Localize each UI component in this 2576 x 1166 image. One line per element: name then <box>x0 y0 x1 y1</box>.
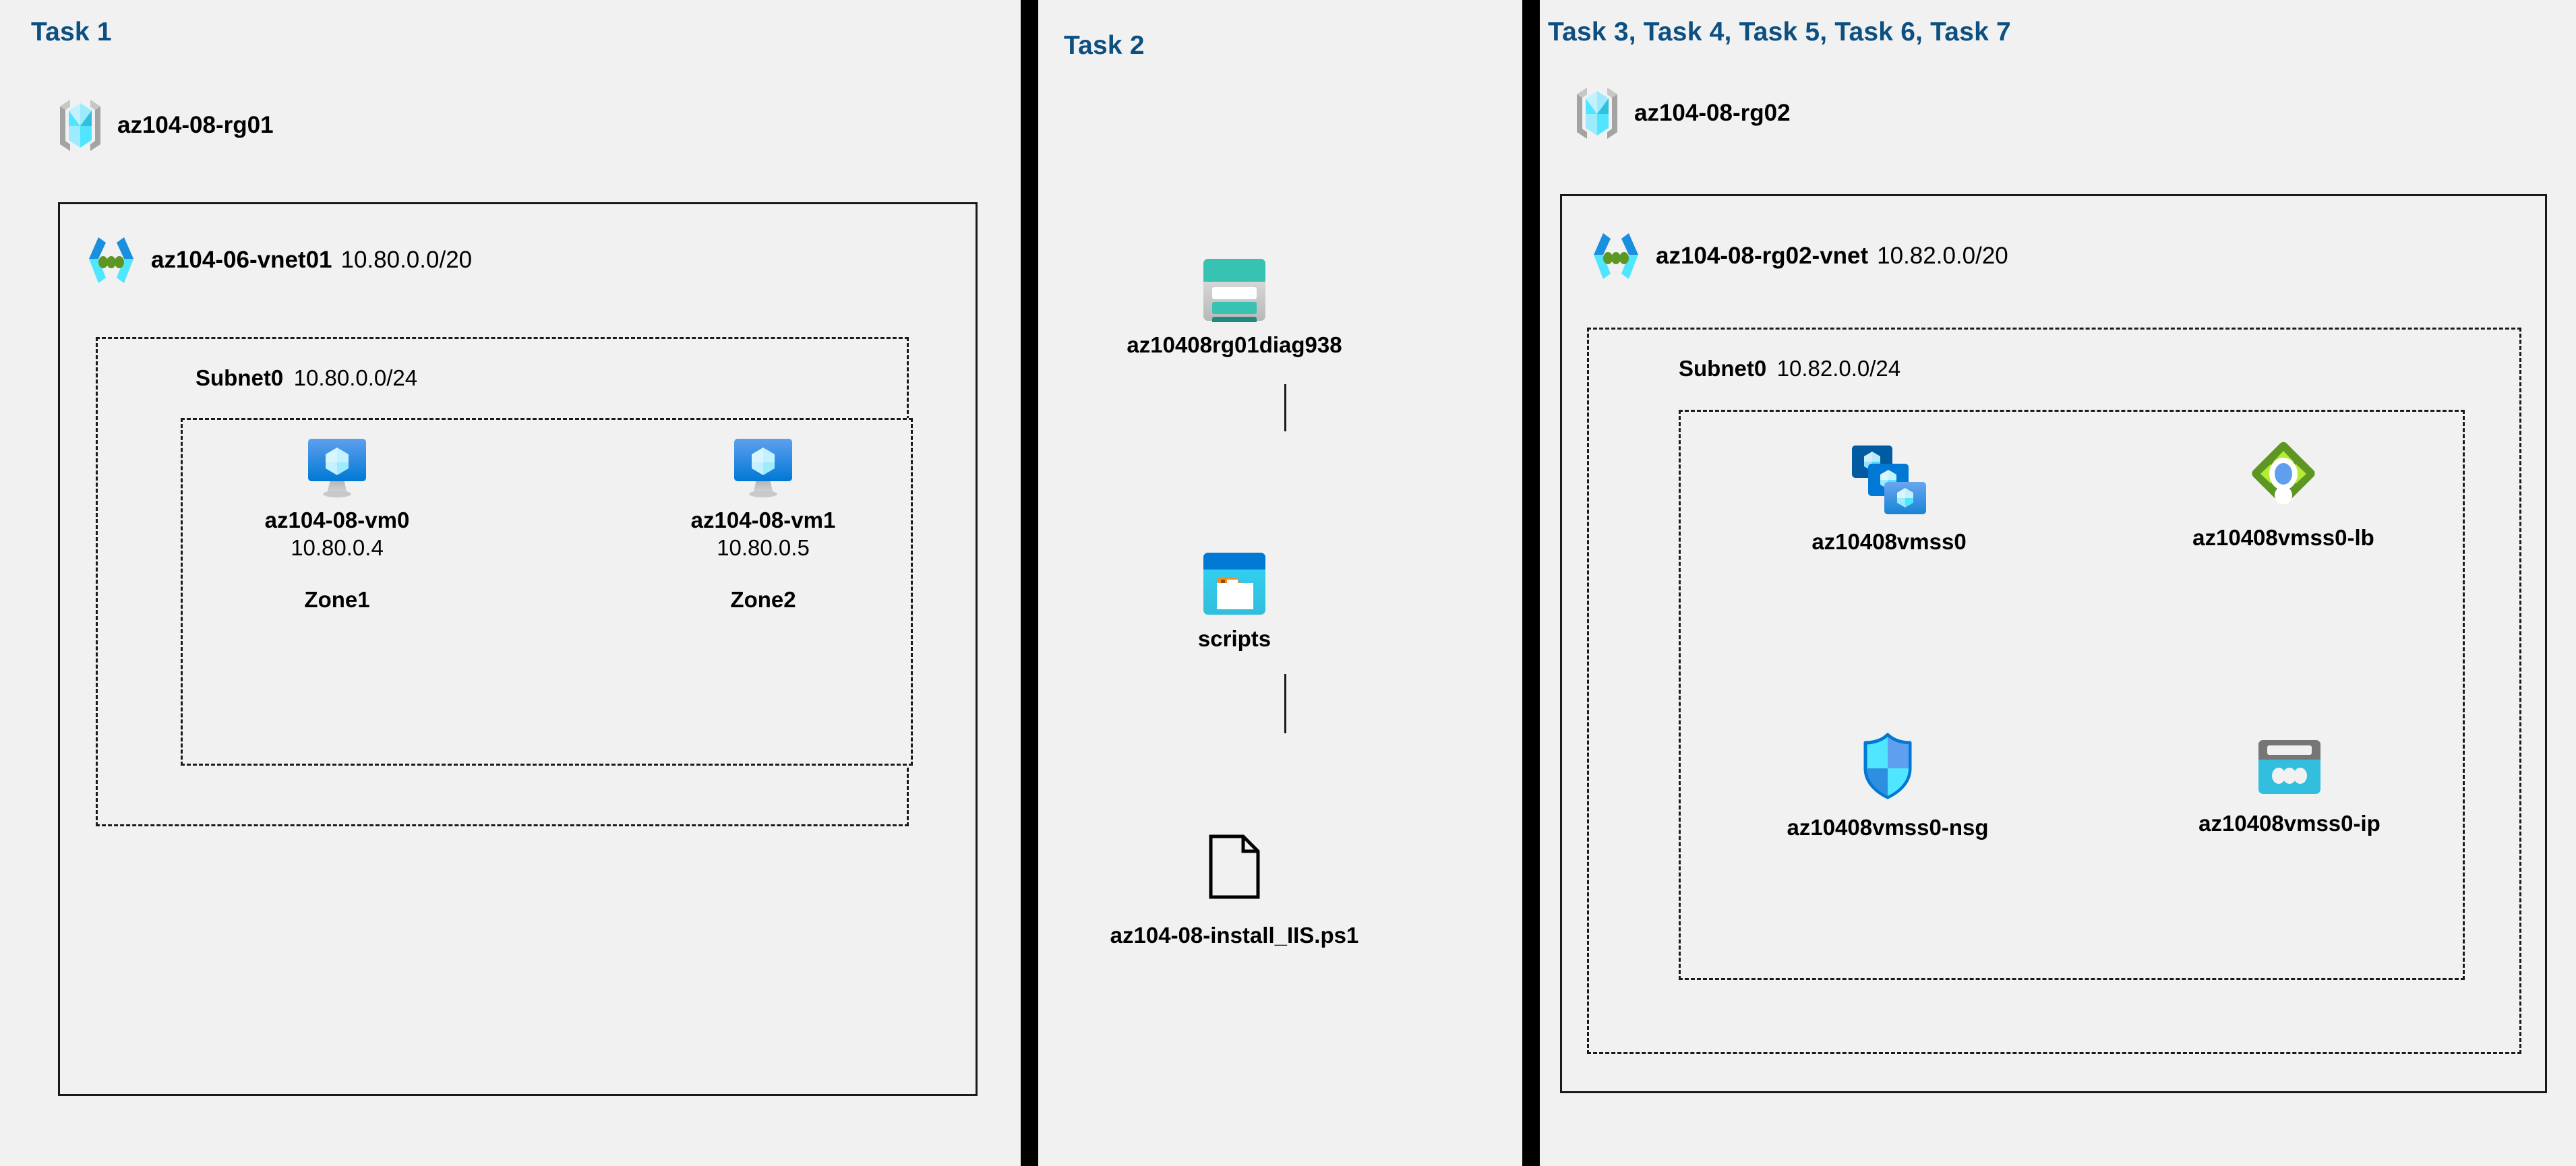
blob-container-caption: scripts <box>1198 625 1271 652</box>
vm-name-az104-08-vm1: az104-08-vm1 <box>690 508 836 532</box>
file-label: az104-08-install_IIS.ps1 <box>1110 923 1359 948</box>
connector-container-to-file <box>1284 674 1286 733</box>
file-icon <box>1208 834 1261 899</box>
vnet-cidr-az104-06-vnet01: 10.80.0.0/20 <box>340 247 473 273</box>
vmss-caption: az10408vmss0 <box>1811 528 1966 555</box>
connector-storage-to-container <box>1284 384 1286 431</box>
public-ip-label: az10408vmss0-ip <box>2198 811 2380 836</box>
subnet-cidr-task3: 10.82.0.0/24 <box>1776 356 1901 381</box>
subnet-header-task1: Subnet0 10.80.0.0/24 <box>196 365 417 391</box>
nsg-label: az10408vmss0-nsg <box>1787 815 1989 840</box>
storage-account-icon <box>1202 257 1267 329</box>
vm-zone-az104-08-vm1: Zone2 <box>730 587 796 613</box>
vm-node-az104-08-vm1[interactable]: az104-08-vm1 10.80.0.5 Zone2 <box>682 438 844 613</box>
load-balancer-caption: az10408vmss0-lb <box>2192 524 2374 551</box>
load-balancer-node[interactable]: az10408vmss0-lb <box>2172 438 2395 551</box>
vm-scale-set-icon <box>1851 445 1927 515</box>
vm-name-az104-08-vm0: az104-08-vm0 <box>264 508 410 532</box>
vmss-label: az10408vmss0 <box>1811 529 1967 554</box>
nsg-caption: az10408vmss0-nsg <box>1787 814 1988 841</box>
vm-zone-az104-08-vm0: Zone1 <box>304 587 370 613</box>
resource-group-icon <box>1575 86 1619 140</box>
nsg-node[interactable]: az10408vmss0-nsg <box>1780 732 1996 841</box>
vm-ip-az104-08-vm1: 10.80.0.5 <box>717 535 810 561</box>
subnet-name-task3: Subnet0 <box>1679 356 1767 381</box>
virtual-machine-icon <box>306 438 368 497</box>
file-node[interactable]: az104-08-install_IIS.ps1 <box>1110 834 1358 949</box>
resource-group-header-rg01: az104-08-rg01 <box>58 98 274 152</box>
vm-node-az104-08-vm0[interactable]: az104-08-vm0 10.80.0.4 Zone1 <box>256 438 418 613</box>
subnet-header-task3: Subnet0 10.82.0.0/24 <box>1679 356 1900 381</box>
resource-group-header-rg02: az104-08-rg02 <box>1575 86 1791 140</box>
vm-caption-az104-08-vm0: az104-08-vm0 10.80.0.4 Zone1 <box>265 507 410 613</box>
public-ip-node[interactable]: az10408vmss0-ip <box>2182 739 2397 837</box>
public-ip-caption: az10408vmss0-ip <box>2198 810 2380 837</box>
network-security-group-icon <box>1859 732 1917 799</box>
column-divider-2 <box>1522 0 1540 1166</box>
task-heading-2: Task 2 <box>1064 31 1145 60</box>
subnet-cidr-task1: 10.80.0.0/24 <box>293 365 418 390</box>
vmss-node[interactable]: az10408vmss0 <box>1781 445 1997 555</box>
virtual-network-icon <box>86 236 136 284</box>
blob-container-label: scripts <box>1197 626 1271 651</box>
public-ip-address-icon <box>2257 739 2322 795</box>
task-heading-1: Task 1 <box>31 18 112 47</box>
storage-account-label: az10408rg01diag938 <box>1127 332 1342 357</box>
blob-container-icon <box>1202 551 1267 616</box>
virtual-machine-icon <box>732 438 794 497</box>
load-balancer-icon <box>2248 438 2319 510</box>
task-heading-3: Task 3, Task 4, Task 5, Task 6, Task 7 <box>1548 18 2011 47</box>
vm-caption-az104-08-vm1: az104-08-vm1 10.80.0.5 Zone2 <box>691 507 836 613</box>
vnet-name-az104-08-rg02-vnet: az104-08-rg02-vnet <box>1656 243 1869 269</box>
vnet-name-az104-06-vnet01: az104-06-vnet01 <box>151 247 332 273</box>
resource-group-icon <box>58 98 102 152</box>
blob-container-node[interactable]: scripts <box>1150 551 1319 652</box>
storage-account-node[interactable]: az10408rg01diag938 <box>1127 257 1342 359</box>
resource-group-name-rg01: az104-08-rg01 <box>117 112 274 138</box>
load-balancer-label: az10408vmss0-lb <box>2192 525 2374 550</box>
storage-account-caption: az10408rg01diag938 <box>1127 332 1342 359</box>
column-divider-1 <box>1021 0 1038 1166</box>
subnet-name-task1: Subnet0 <box>196 365 284 390</box>
vm-ip-az104-08-vm0: 10.80.0.4 <box>291 535 384 561</box>
virtual-network-icon <box>1591 232 1641 280</box>
subnet-resources-box <box>1679 410 2465 980</box>
file-caption: az104-08-install_IIS.ps1 <box>1110 922 1359 949</box>
vnet-header-az104-06-vnet01: az104-06-vnet01 10.80.0.0/20 <box>86 236 472 284</box>
vnet-header-az104-08-rg02-vnet: az104-08-rg02-vnet 10.82.0.0/20 <box>1591 232 2008 280</box>
vnet-cidr-az104-08-rg02-vnet: 10.82.0.0/20 <box>1877 243 2008 269</box>
resource-group-name-rg02: az104-08-rg02 <box>1634 100 1791 126</box>
